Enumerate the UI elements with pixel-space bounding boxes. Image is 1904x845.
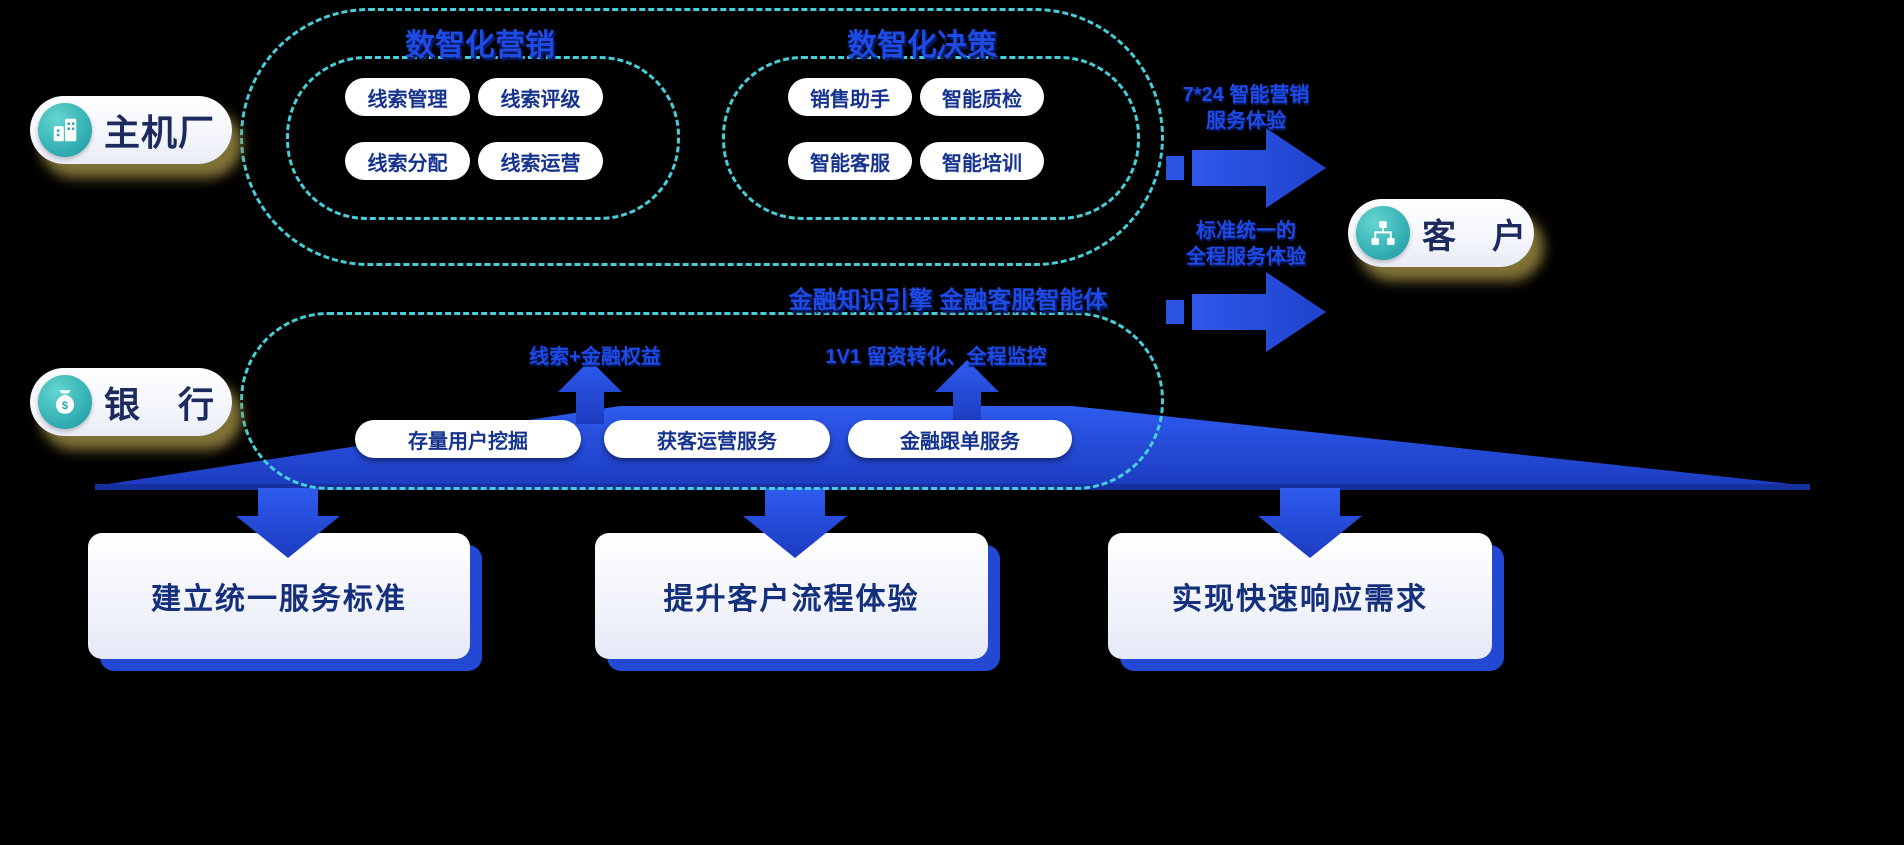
goal-card-label: 建立统一服务标准 [151, 583, 407, 616]
capability-pill: 线索管理 [345, 78, 470, 116]
goal-card-response: 实现快速响应需求 [1108, 533, 1492, 659]
right-arrow-tail [1166, 156, 1184, 180]
service-pill: 存量用户挖掘 [355, 420, 581, 458]
actor-customer-label: 客 户 [1422, 217, 1527, 256]
flow-label-leads: 线索+金融权益 [529, 346, 661, 368]
service-pill: 金融跟单服务 [848, 420, 1072, 458]
capability-pill: 智能客服 [788, 142, 912, 180]
actor-oem: 主机厂 [30, 96, 232, 164]
decision-title: 数智化决策 [847, 29, 997, 62]
capability-pill: 线索分配 [345, 142, 470, 180]
decision-box [722, 56, 1140, 220]
right-arrow [1192, 128, 1326, 208]
goal-card-experience: 提升客户流程体验 [595, 533, 988, 659]
goal-card-label: 提升客户流程体验 [663, 583, 920, 616]
goal-card-label: 实现快速响应需求 [1172, 583, 1428, 616]
oem-capabilities-group [240, 8, 1164, 266]
moneybag-icon: $ [38, 375, 92, 429]
marketing-title: 数智化营销 [405, 29, 555, 62]
right-flow-label-bottom: 标准统一的 全程服务体验 [1186, 220, 1306, 268]
capability-pill: 线索评级 [478, 78, 603, 116]
right-arrow [1192, 272, 1326, 352]
actor-oem-label: 主机厂 [104, 112, 216, 153]
svg-text:$: $ [62, 400, 69, 412]
actor-bank-label: 银 行 [104, 384, 216, 425]
actor-bank: $ 银 行 [30, 368, 232, 436]
marketing-box [286, 56, 680, 220]
right-flow-label-top: 7*24 智能营销 服务体验 [1182, 84, 1310, 132]
decision-items: 销售助手 智能质检 智能客服 智能培训 [788, 78, 1044, 180]
finance-box [240, 312, 1164, 490]
building-icon [38, 103, 92, 157]
actor-customer: 客 户 [1348, 199, 1534, 267]
marketing-items: 线索管理 线索评级 线索分配 线索运营 [345, 78, 603, 180]
org-chart-icon [1356, 206, 1410, 260]
capability-pill: 智能质检 [920, 78, 1044, 116]
service-pill: 获客运营服务 [604, 420, 830, 458]
right-arrow-tail [1166, 300, 1184, 324]
finance-title: 金融知识引擎 金融客服智能体 [788, 287, 1108, 314]
goal-card-standards: 建立统一服务标准 [88, 533, 470, 659]
capability-pill: 智能培训 [920, 142, 1044, 180]
capability-pill: 线索运营 [478, 142, 603, 180]
flow-label-conversion: 1V1 留资转化、全程监控 [825, 346, 1047, 368]
capability-pill: 销售助手 [788, 78, 912, 116]
